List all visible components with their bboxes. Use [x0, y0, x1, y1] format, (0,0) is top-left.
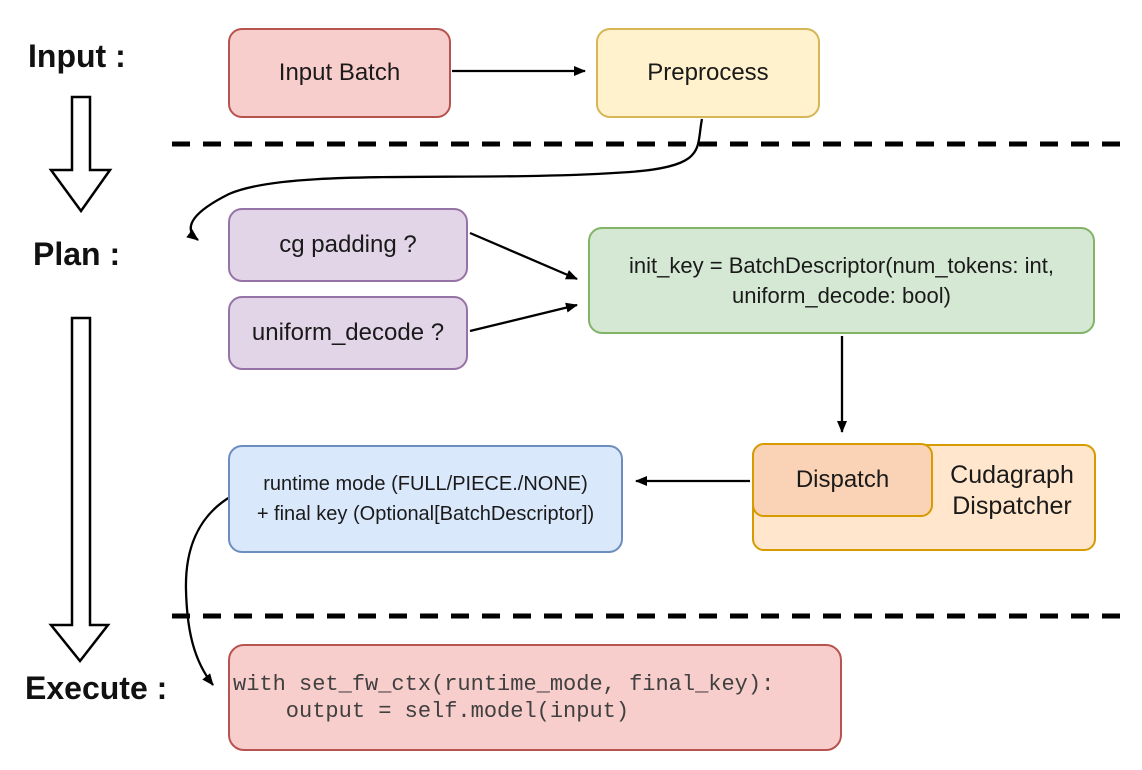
node-runtime-mode-line-2: + final key (Optional[BatchDescriptor])	[256, 503, 595, 525]
arrow-uniform-decode-to-init-key	[469, 302, 578, 333]
node-init-key-line-2: uniform_decode: bool)	[732, 282, 951, 308]
stage-label-input: Input :	[28, 38, 126, 74]
node-cg-padding-label: cg padding ?	[279, 231, 417, 258]
node-input-batch-label: Input Batch	[278, 59, 401, 86]
execute-code-line-1: with set_fw_ctx(runtime_mode, final_key)…	[233, 671, 775, 697]
node-dispatch-label: Dispatch	[795, 466, 890, 493]
plan-down-arrow	[48, 316, 111, 664]
arrow-cg-padding-to-init-key	[469, 231, 578, 281]
node-execute-code: with set_fw_ctx(runtime_mode, final_key)…	[228, 644, 842, 751]
execute-code-line-2: output = self.model(input)	[233, 698, 630, 724]
stage-label-execute: Execute :	[25, 670, 168, 706]
node-cg-padding: cg padding ?	[228, 208, 468, 282]
arrow-runtime-mode-to-execute-code	[184, 496, 231, 686]
node-preprocess: Preprocess	[596, 28, 820, 118]
stage-label-plan: Plan :	[33, 236, 121, 272]
node-runtime-mode-line-1: runtime mode (FULL/PIECE./NONE)	[263, 473, 588, 495]
node-uniform-decode: uniform_decode ?	[228, 296, 468, 370]
input-down-arrow	[48, 95, 113, 214]
arrow-preprocess-to-cg-padding	[186, 118, 704, 241]
node-input-batch: Input Batch	[228, 28, 451, 118]
node-preprocess-label: Preprocess	[647, 59, 769, 86]
cudagraph-dispatcher-label: Cudagraph Dispatcher	[950, 461, 1074, 520]
node-dispatch: Dispatch	[752, 443, 933, 517]
node-runtime-mode: runtime mode (FULL/PIECE./NONE) + final …	[228, 445, 623, 553]
node-init-key-line-1: init_key = BatchDescriptor(num_tokens: i…	[629, 252, 1054, 278]
node-init-key: init_key = BatchDescriptor(num_tokens: i…	[588, 227, 1095, 334]
node-uniform-decode-label: uniform_decode ?	[251, 319, 445, 346]
